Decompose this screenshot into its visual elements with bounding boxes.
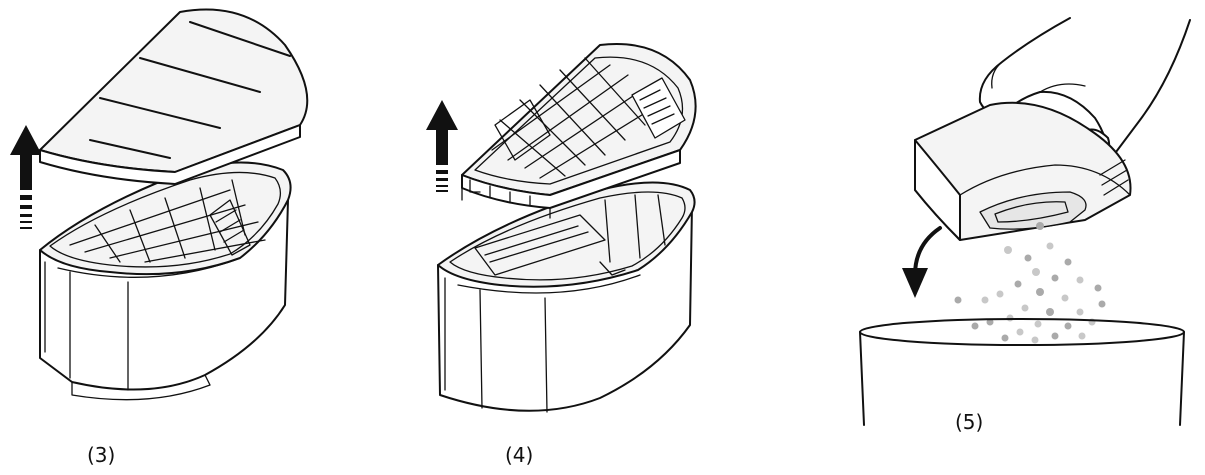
step-3-illustration — [10, 8, 309, 401]
up-arrow-icon — [426, 100, 458, 192]
step-4-label: (4) — [505, 443, 534, 467]
step-5-panel: (5) — [840, 0, 1205, 475]
top-cover — [39, 8, 309, 185]
step-4-panel: (4) — [400, 0, 730, 475]
step-5-label: (5) — [955, 410, 984, 434]
litter-particles — [954, 222, 1106, 344]
grid-tray — [461, 43, 697, 219]
pour-arrow-icon — [902, 226, 942, 298]
step-3-panel: (3) — [0, 0, 330, 475]
step-3-label: (3) — [87, 443, 116, 467]
base-container — [39, 161, 292, 401]
tilted-tray — [914, 101, 1132, 241]
up-arrow-icon — [10, 125, 42, 229]
waste-bin — [859, 318, 1185, 426]
step-5-illustration — [859, 17, 1191, 426]
base-container — [437, 181, 696, 413]
step-4-illustration — [426, 43, 697, 413]
